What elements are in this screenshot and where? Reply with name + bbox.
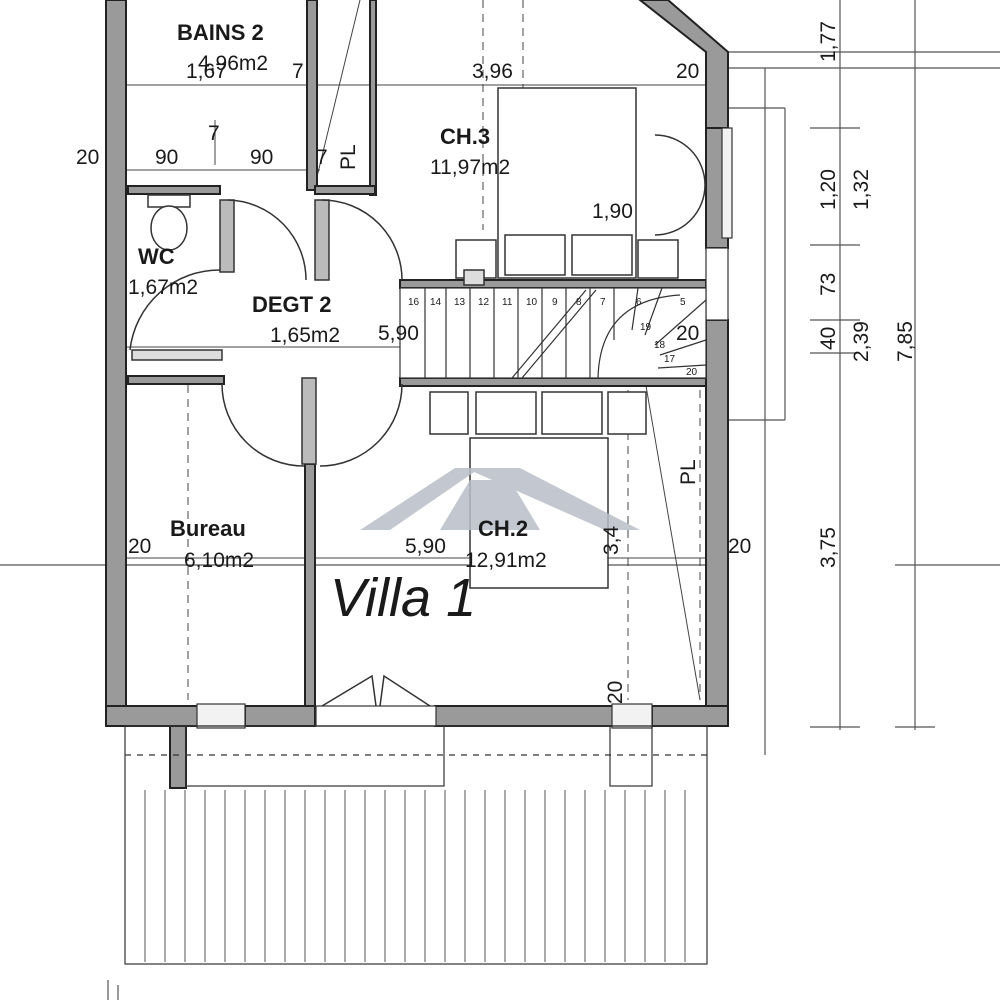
svg-text:7: 7	[292, 60, 304, 83]
svg-text:11: 11	[502, 297, 513, 308]
watermark-logo	[360, 468, 640, 530]
staircase	[399, 287, 707, 379]
svg-text:1,77: 1,77	[817, 21, 840, 62]
svg-text:3,96: 3,96	[472, 60, 513, 83]
svg-text:20: 20	[728, 535, 751, 558]
room-area-wc: 1,67m2	[128, 276, 198, 299]
svg-text:7: 7	[208, 122, 220, 145]
svg-text:8: 8	[576, 297, 582, 308]
svg-text:7: 7	[600, 297, 606, 308]
placard-label: PL	[337, 144, 360, 170]
svg-text:16: 16	[408, 297, 420, 308]
svg-text:9: 9	[552, 297, 558, 308]
svg-text:20: 20	[76, 146, 99, 169]
svg-text:1,90: 1,90	[592, 200, 633, 223]
svg-text:12: 12	[478, 297, 490, 308]
svg-text:20: 20	[676, 322, 699, 345]
terrace	[124, 725, 708, 965]
svg-text:1,20: 1,20	[817, 169, 840, 210]
svg-text:2,39: 2,39	[850, 321, 873, 362]
room-name-ch3: CH.3	[440, 124, 490, 149]
room-area-degt2: 1,65m2	[270, 324, 340, 347]
svg-text:90: 90	[155, 146, 178, 169]
doors	[129, 134, 706, 707]
room-name-bains2: BAINS 2	[177, 20, 264, 45]
dimension-labels: 1,67 7 3,96 20 7 20 90 90 7 1,90 5,90 20…	[76, 21, 917, 704]
svg-text:73: 73	[817, 273, 840, 296]
svg-text:1,32: 1,32	[850, 169, 873, 210]
svg-text:10: 10	[526, 297, 538, 308]
svg-text:20: 20	[686, 367, 698, 378]
svg-text:20: 20	[604, 681, 627, 704]
svg-text:17: 17	[664, 354, 676, 365]
svg-text:3,4: 3,4	[600, 525, 623, 555]
stair-step-numbers: 16 14 13 12 11 10 9 8 7 6 5 19 18 17 20	[408, 297, 698, 378]
room-area-bains2: 4,96m2	[198, 52, 268, 75]
room-name-ch2: CH.2	[478, 516, 528, 541]
svg-text:5,90: 5,90	[405, 535, 446, 558]
svg-text:90: 90	[250, 146, 273, 169]
svg-text:19: 19	[640, 322, 652, 333]
svg-text:7,85: 7,85	[894, 321, 917, 362]
svg-text:3,75: 3,75	[817, 527, 840, 568]
svg-text:40: 40	[817, 327, 840, 350]
windows	[196, 127, 733, 729]
terrace-planks	[144, 790, 686, 962]
svg-text:20: 20	[128, 535, 151, 558]
svg-text:13: 13	[454, 297, 466, 308]
room-area-bureau: 6,10m2	[184, 549, 254, 572]
room-name-bureau: Bureau	[170, 516, 246, 541]
beds	[429, 87, 679, 589]
room-name-degt2: DEGT 2	[252, 292, 331, 317]
svg-text:7: 7	[316, 146, 328, 169]
svg-text:6: 6	[636, 297, 642, 308]
placard-label: PL	[677, 459, 700, 485]
svg-text:20: 20	[676, 60, 699, 83]
svg-text:5: 5	[680, 297, 686, 308]
room-area-ch3: 11,97m2	[430, 156, 510, 179]
svg-text:14: 14	[430, 297, 442, 308]
room-name-wc: WC	[138, 244, 175, 269]
svg-text:1,67: 1,67	[186, 60, 227, 83]
svg-text:5,90: 5,90	[378, 322, 419, 345]
toilet-fixture	[147, 194, 191, 251]
room-area-ch2: 12,91m2	[465, 549, 547, 572]
plan-title: Villa 1	[330, 568, 476, 628]
svg-text:18: 18	[654, 340, 666, 351]
